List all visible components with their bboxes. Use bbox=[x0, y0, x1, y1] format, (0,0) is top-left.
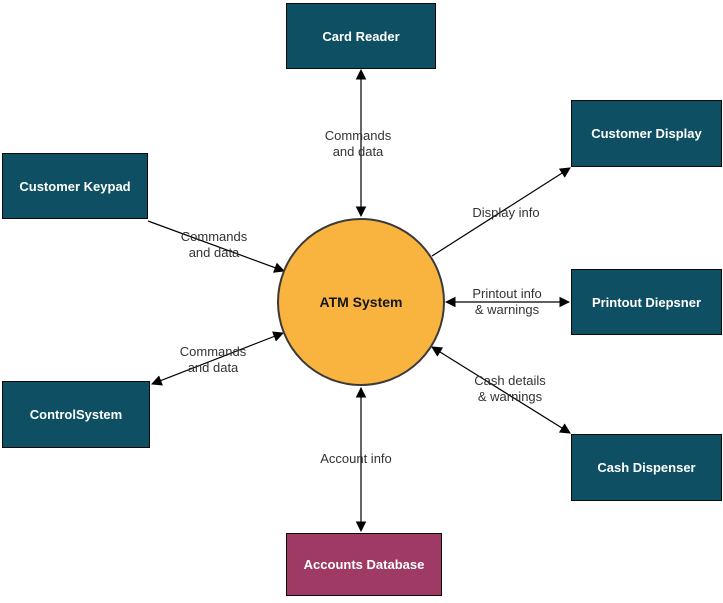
edge-label-accounts-database: Account info bbox=[320, 451, 392, 466]
edge-label-customer-keypad: Commands and data bbox=[180, 229, 248, 260]
edge-label-customer-display: Display info bbox=[472, 205, 540, 220]
node-cash-dispenser[interactable]: Cash Dispenser bbox=[571, 434, 722, 501]
node-label: Printout Diepsner bbox=[591, 294, 702, 310]
edge-control-system[interactable] bbox=[150, 331, 285, 386]
node-label: Cash Dispenser bbox=[597, 460, 696, 475]
node-card-reader[interactable]: Card Reader bbox=[286, 3, 436, 69]
node-customer-keypad[interactable]: Customer Keypad bbox=[2, 153, 148, 219]
edge-label-printout-diepsner: Printout info & warnings bbox=[472, 286, 542, 317]
node-label: Customer Keypad bbox=[19, 178, 131, 194]
node-label: Customer Display bbox=[591, 126, 702, 141]
edge-label-card-reader: Commands and data bbox=[324, 128, 392, 159]
edge-customer-keypad[interactable] bbox=[147, 220, 286, 273]
node-atm-system[interactable]: ATM System bbox=[277, 218, 445, 386]
node-label: ControlSystem bbox=[29, 407, 123, 422]
node-label: Accounts Database bbox=[303, 557, 425, 572]
edge-cash-dispenser[interactable] bbox=[431, 346, 571, 434]
node-customer-display[interactable]: Customer Display bbox=[571, 100, 722, 167]
edge-customer-display[interactable] bbox=[431, 167, 571, 257]
node-label: Card Reader bbox=[322, 28, 400, 44]
process-label: ATM System bbox=[319, 294, 403, 310]
edge-label-control-system: Commands and data bbox=[179, 344, 247, 375]
node-accounts-database[interactable]: Accounts Database bbox=[286, 533, 442, 596]
edge-label-cash-dispenser: Cash details & warnings bbox=[474, 373, 546, 404]
node-printout-diepsner[interactable]: Printout Diepsner bbox=[571, 269, 722, 335]
node-control-system[interactable]: ControlSystem bbox=[2, 381, 150, 448]
